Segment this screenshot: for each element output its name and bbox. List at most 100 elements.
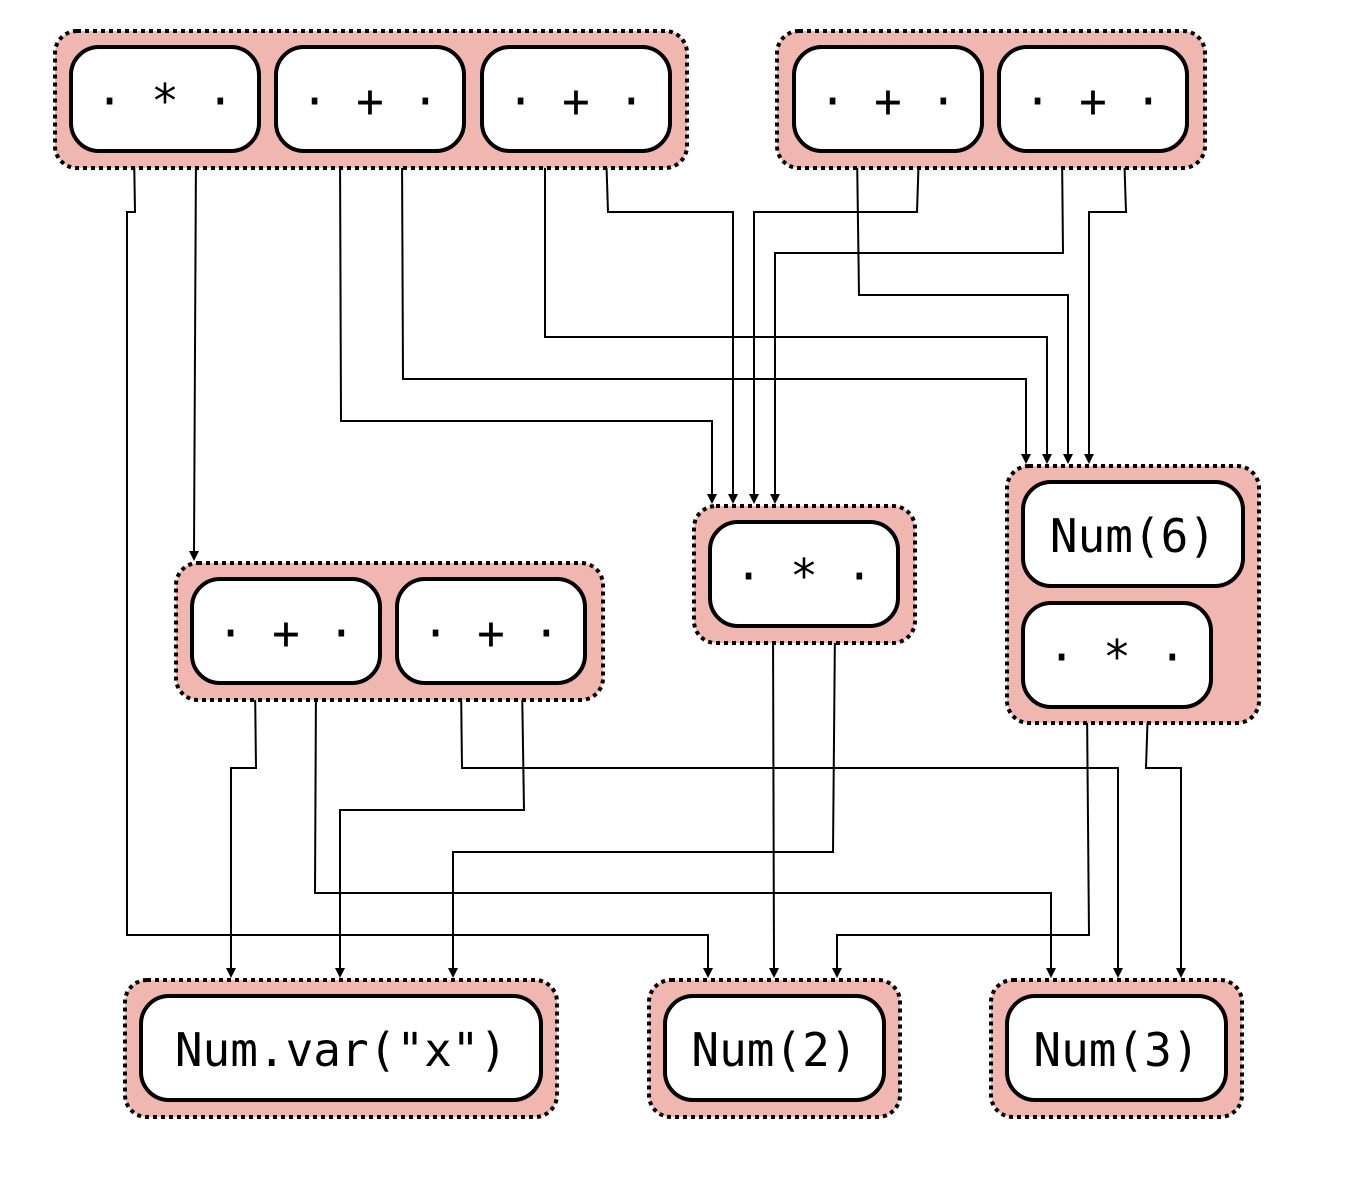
enode-box	[395, 577, 587, 685]
edge-n2-to-c4	[544, 151, 1052, 464]
enode-label: Num(2)	[691, 1023, 857, 1077]
enode-n9: · * ·	[1021, 601, 1213, 709]
edge-line	[605, 150, 734, 496]
edge-n7-to-c6	[769, 625, 779, 978]
arrowhead-icon	[448, 968, 458, 978]
enode-n10: Num.var("x")	[139, 994, 543, 1102]
edge-line	[836, 706, 1091, 970]
enode-n8: Num(6)	[1021, 480, 1245, 588]
edge-line	[544, 151, 1048, 456]
arrowhead-icon	[1021, 454, 1031, 464]
enode-n5: · + ·	[190, 577, 382, 685]
edge-n7-to-c5	[448, 625, 836, 978]
arrowhead-icon	[769, 968, 779, 978]
eclass-c6: Num(2)	[647, 978, 902, 1119]
enode-box	[997, 45, 1189, 153]
arrowhead-icon	[189, 551, 199, 561]
arrowhead-icon	[1176, 968, 1186, 978]
enode-n2: · + ·	[480, 45, 672, 153]
edge-n3-to-c3	[749, 150, 920, 504]
edge-n6-to-c7	[460, 682, 1123, 978]
enode-label: Num(3)	[1033, 1023, 1199, 1077]
eclass-c7: Num(3)	[989, 978, 1244, 1119]
enode-box	[1021, 480, 1245, 588]
arrowhead-icon	[749, 494, 759, 504]
enode-n11: Num(2)	[663, 994, 886, 1102]
eclass-c4: Num(6) · * ·	[1005, 464, 1261, 725]
arrowhead-icon	[1063, 454, 1073, 464]
enode-box	[190, 577, 382, 685]
arrowhead-icon	[770, 494, 780, 504]
enode-label: · + ·	[507, 74, 645, 128]
arrowhead-icon	[1046, 968, 1056, 978]
edge-line	[339, 150, 713, 496]
enode-n0: · * ·	[69, 45, 261, 153]
eclass-c2: · + · · + ·	[174, 561, 605, 702]
arrowhead-icon	[728, 494, 738, 504]
enode-box	[1005, 994, 1228, 1102]
edge-n9-to-c6	[832, 706, 1091, 978]
enode-label: Num.var("x")	[175, 1023, 507, 1077]
eclass-c5: Num.var("x")	[123, 978, 559, 1119]
edge-n4-to-c4	[1084, 150, 1128, 464]
enode-label: · * ·	[96, 74, 234, 128]
enode-box	[708, 520, 900, 628]
enode-n7: · * ·	[708, 520, 900, 628]
edge-line	[313, 682, 1052, 970]
enode-box	[792, 45, 984, 153]
arrowhead-icon	[1042, 454, 1052, 464]
enode-n4: · + ·	[997, 45, 1189, 153]
edge-line	[339, 682, 526, 970]
edge-n3-to-c4	[856, 150, 1073, 464]
enode-n12: Num(3)	[1005, 994, 1228, 1102]
enode-n1: · + ·	[274, 45, 466, 153]
edge-n0-to-c2	[189, 150, 199, 561]
eclasses-layer: · * ·· + ·· + ·· + ·· + ·· + ·· + ·· * ·…	[53, 29, 1261, 1119]
edge-line	[856, 150, 1069, 456]
arrowhead-icon	[335, 968, 345, 978]
enode-label: · + ·	[217, 606, 355, 660]
eclass-c0: · * · · + · · + ·	[53, 29, 689, 170]
enode-label: · + ·	[301, 74, 439, 128]
enode-box	[139, 994, 543, 1102]
arrowhead-icon	[707, 494, 717, 504]
eclass-c1: · + · · + ·	[775, 29, 1207, 170]
edge-line	[193, 150, 197, 554]
enode-n3: · + ·	[792, 45, 984, 153]
edge-line	[230, 682, 258, 970]
enode-box	[663, 994, 886, 1102]
edge-n2-to-c3	[605, 150, 738, 504]
enode-label: Num(6)	[1050, 509, 1216, 563]
arrowhead-icon	[832, 968, 842, 978]
arrowhead-icon	[1113, 968, 1123, 978]
edge-line	[401, 150, 1027, 456]
edge-line	[772, 625, 775, 971]
enode-label: · + ·	[819, 74, 957, 128]
enode-label: · + ·	[1024, 74, 1162, 128]
enode-box	[480, 45, 672, 153]
edge-n5-to-c5	[226, 682, 258, 978]
edge-line	[460, 682, 1119, 970]
eclass-c3: · * ·	[692, 504, 917, 645]
enode-n6: · + ·	[395, 577, 587, 685]
edge-n1-to-c3	[339, 150, 717, 504]
edge-n4-to-c3	[770, 150, 1065, 504]
edge-n1-to-c4	[401, 150, 1031, 464]
edge-line	[753, 150, 920, 496]
enode-box	[274, 45, 466, 153]
edge-line	[1088, 150, 1128, 456]
enode-box	[69, 45, 261, 153]
edge-n0-to-c6	[126, 150, 713, 978]
edge-n6-to-c5	[335, 682, 526, 978]
enode-label: · * ·	[735, 549, 873, 603]
edge-line	[1144, 706, 1182, 970]
edge-line	[452, 625, 836, 970]
edge-line	[126, 150, 709, 970]
enode-box	[1021, 601, 1213, 709]
edge-n5-to-c7	[313, 682, 1056, 978]
arrowhead-icon	[226, 968, 236, 978]
arrowhead-icon	[703, 968, 713, 978]
edge-n9-to-c7	[1144, 706, 1186, 978]
